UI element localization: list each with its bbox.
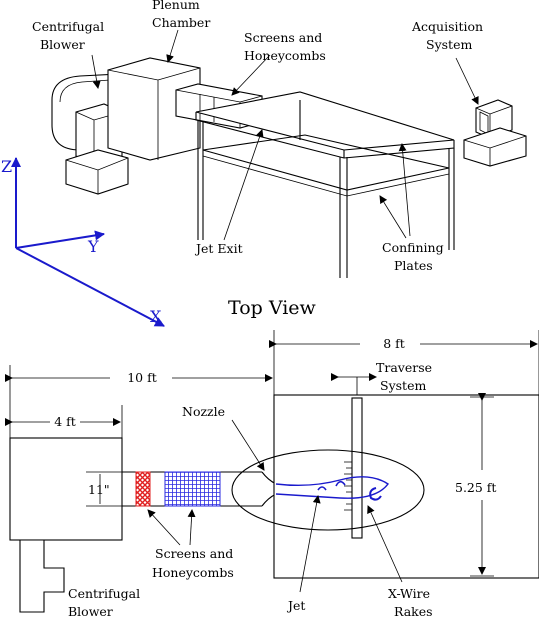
blower-top — [19, 539, 65, 613]
label-jet: Jet — [286, 598, 305, 613]
dim-525ft: 5.25 ft — [455, 480, 496, 495]
isometric-view: Centrifugal Blower Plenum Chamber Screen… — [32, 0, 527, 278]
dim-10ft: 10 ft — [127, 370, 157, 385]
plenum-top — [9, 437, 123, 541]
label-screens-and-top: Screens and — [155, 546, 233, 561]
axis-x-label: X — [150, 307, 162, 326]
axis-z-label: Z — [1, 157, 12, 176]
dim-11in: 11" — [88, 482, 110, 497]
label-plenum: Plenum — [152, 0, 200, 12]
label-xwire: X-Wire — [388, 586, 430, 601]
label-blower: Blower — [40, 37, 85, 52]
vortex-marks — [317, 480, 382, 501]
label-honeycombs-top: Honeycombs — [152, 565, 234, 580]
coordinate-axes: Z Y X — [1, 157, 165, 327]
screen-section — [135, 471, 151, 507]
plenum-chamber-3d — [107, 57, 201, 161]
label-system: System — [426, 37, 472, 52]
acquisition-system-3d — [463, 99, 527, 167]
leader-lines-3d — [91, 29, 479, 241]
label-jet-exit: Jet Exit — [194, 241, 243, 256]
label-centrifugal: Centrifugal — [32, 19, 104, 34]
table-3d — [195, 91, 455, 278]
label-traverse-system: System — [380, 378, 426, 393]
label-plates: Plates — [394, 258, 433, 273]
top-view: Top View 8 ft 10 ft 4 ft Centrifugal Blo… — [5, 297, 539, 619]
top-view-title: Top View — [228, 297, 317, 319]
traverse-rail — [351, 397, 363, 539]
confining-plate-top — [273, 394, 539, 579]
label-rakes: Rakes — [394, 604, 433, 619]
label-blower-top: Blower — [68, 604, 113, 619]
dim-4ft: 4 ft — [54, 414, 76, 429]
label-acquisition: Acquisition — [411, 19, 483, 34]
label-confining: Confining — [382, 240, 444, 255]
dim-8ft: 8 ft — [383, 336, 405, 351]
jet-region-ellipse — [231, 449, 425, 531]
label-traverse: Traverse — [376, 360, 432, 375]
axis-y-label: Y — [87, 237, 99, 256]
honeycomb-section — [164, 471, 221, 507]
label-honeycombs: Honeycombs — [244, 48, 326, 63]
label-chamber: Chamber — [152, 15, 210, 30]
label-nozzle: Nozzle — [182, 404, 225, 419]
label-screens-and: Screens and — [244, 30, 322, 45]
label-centrifugal-top: Centrifugal — [68, 586, 140, 601]
